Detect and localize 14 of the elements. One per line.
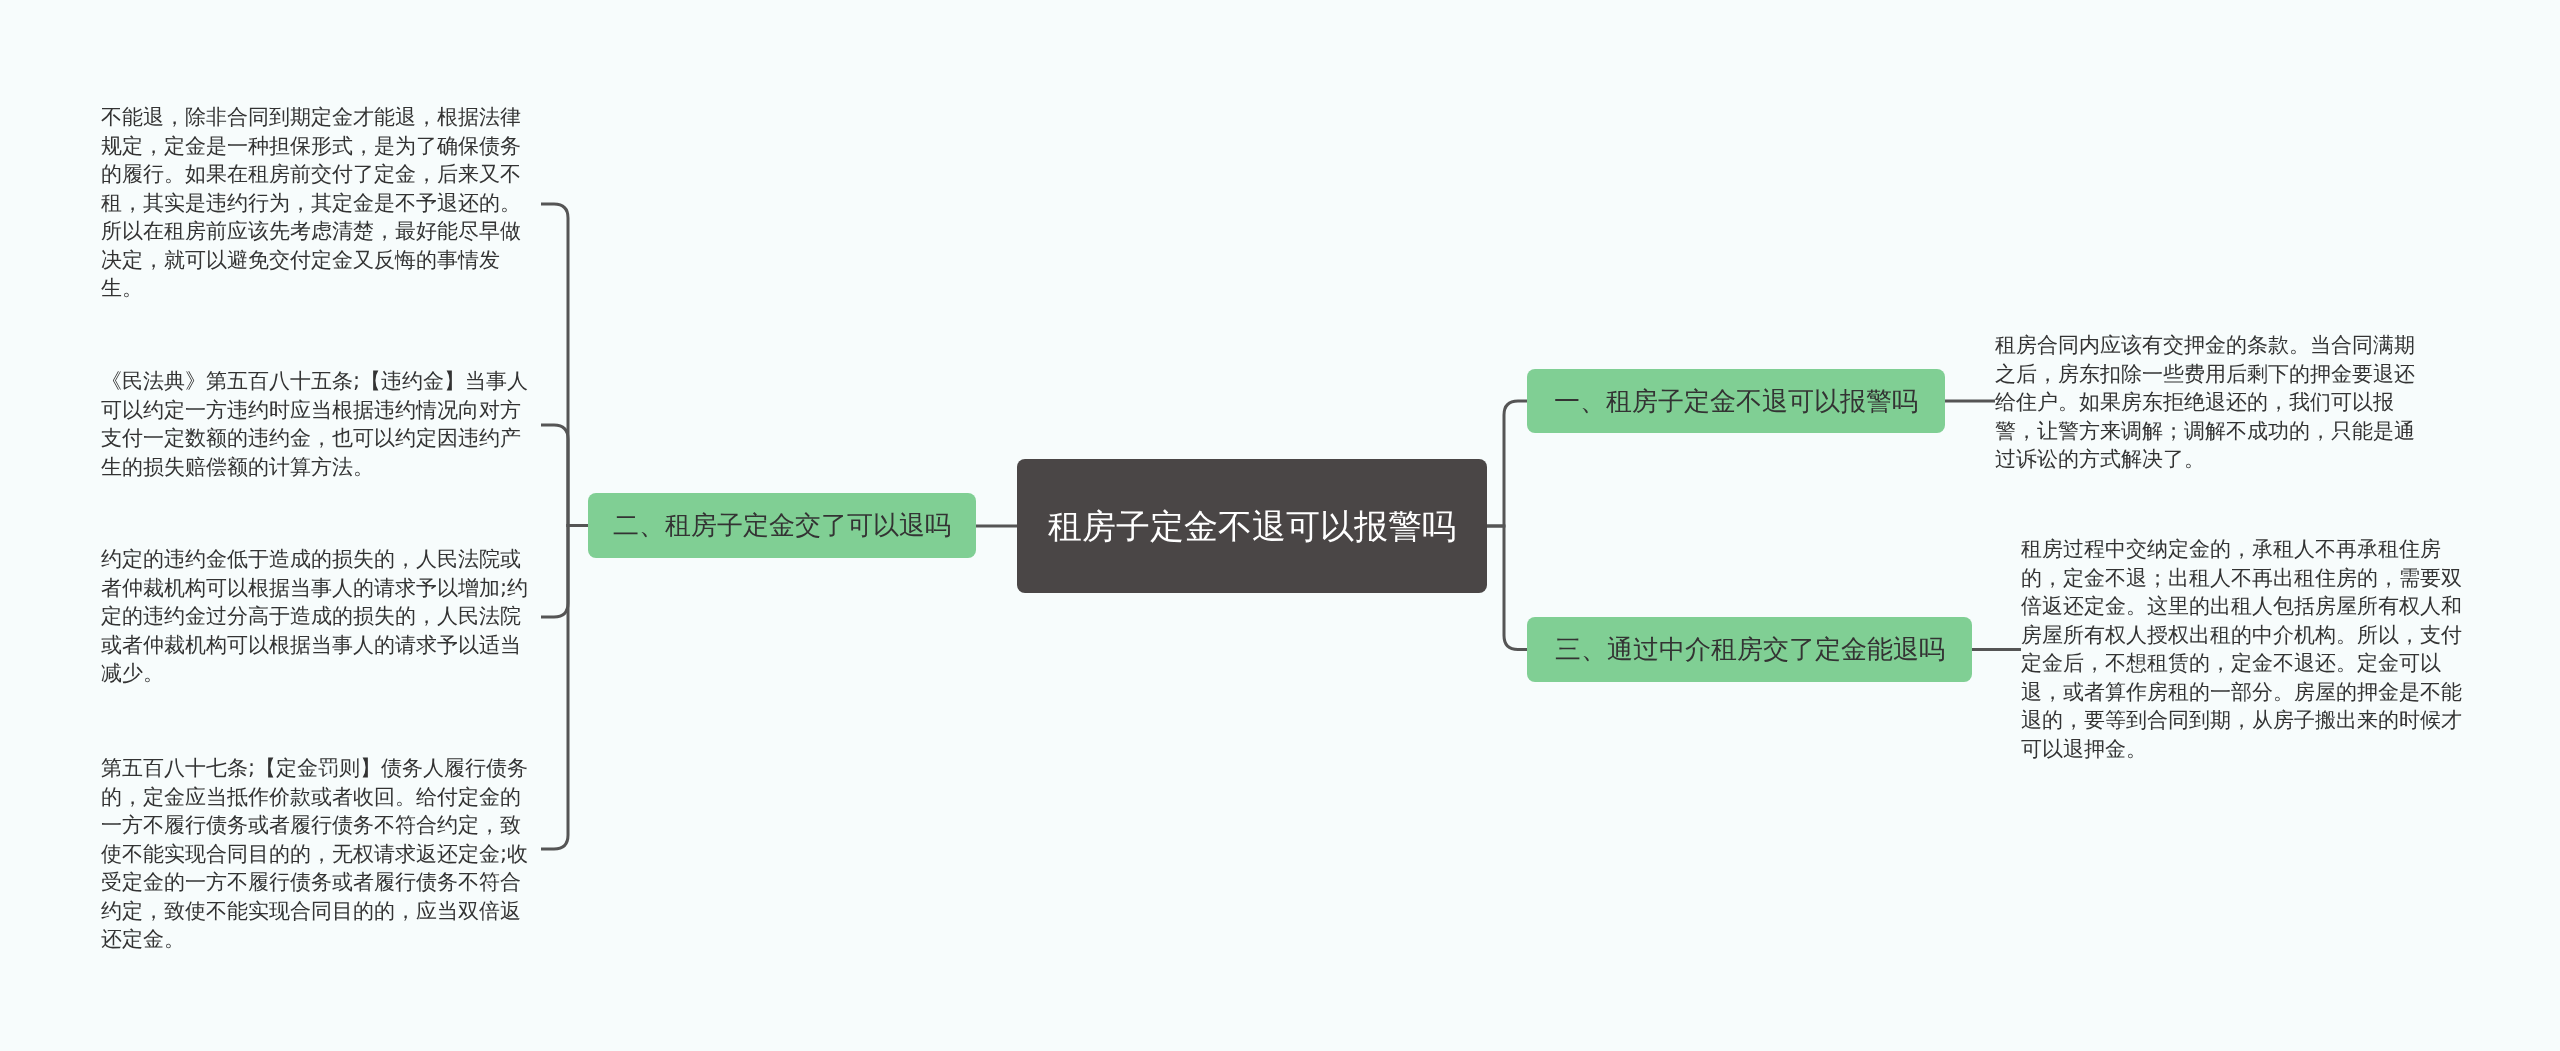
connector-line [1487, 524, 1527, 651]
note-text: 租房过程中交纳定金的，承租人不再承租住房的，定金不退；出租人不再出租住房的，需要双倍返还定金。这里的出租人包括房屋所有权人和房屋所有权人授权出租的中介机构。所以，支付定金后，不想租赁的，定金不退还。定金可以退，或者算作房租的一部分。房屋的押金是不能退的，要等到合同到期，从房子搬出来的时候才可以退押金。 [2021, 535, 2463, 763]
note-text: 第五百八十七条;【定金罚则】债务人履行债务的，定金应当抵作价款或者收回。给付定金的一方不履行债务或者履行债务不符合约定，致使不能实现合同目的的，无权请求返还定金;收受定金的一方不履行债务或者履行债务不符合约定，致使不能实现合同目的的，应当双倍返还定金。 [101, 754, 541, 954]
note-text: 《民法典》第五百八十五条;【违约金】当事人可以约定一方违约时应当根据违约情况向对方支付一定数额的违约金，也可以约定因违约产生的损失赔偿额的计算方法。 [101, 367, 541, 481]
note-text: 不能退，除非合同到期定金才能退，根据法律规定，定金是一种担保形式，是为了确保债务的履行。如果在租房前交付了定金，后来又不租，其实是违约行为，其定金是不予退还的。所以在租房前应该先考虑清楚，最好能尽早做决定，就可以避免交付定金又反悔的事情发生。 [101, 103, 541, 303]
connector-line [976, 524, 1017, 528]
connector-line [1945, 399, 1995, 403]
central-topic-box: 租房子定金不退可以报警吗 [1017, 459, 1487, 593]
topic-box: 一、租房子定金不退可以报警吗 [1527, 369, 1945, 433]
topic-box: 二、租房子定金交了可以退吗 [588, 493, 976, 558]
note-text: 约定的违约金低于造成的损失的，人民法院或者仲裁机构可以根据当事人的请求予以增加;约定的违约金过分高于造成的损失的，人民法院或者仲裁机构可以根据当事人的请求予以适当减少。 [101, 545, 541, 688]
note-text: 租房合同内应该有交押金的条款。当合同满期之后，房东扣除一些费用后剩下的押金要退还给住户。如果房东拒绝退还的，我们可以报警，让警方来调解；调解不成功的，只能是通过诉讼的方式解决了。 [1995, 331, 2435, 474]
topic-box: 三、通过中介租房交了定金能退吗 [1527, 617, 1972, 682]
connector-line [1972, 648, 2021, 651]
